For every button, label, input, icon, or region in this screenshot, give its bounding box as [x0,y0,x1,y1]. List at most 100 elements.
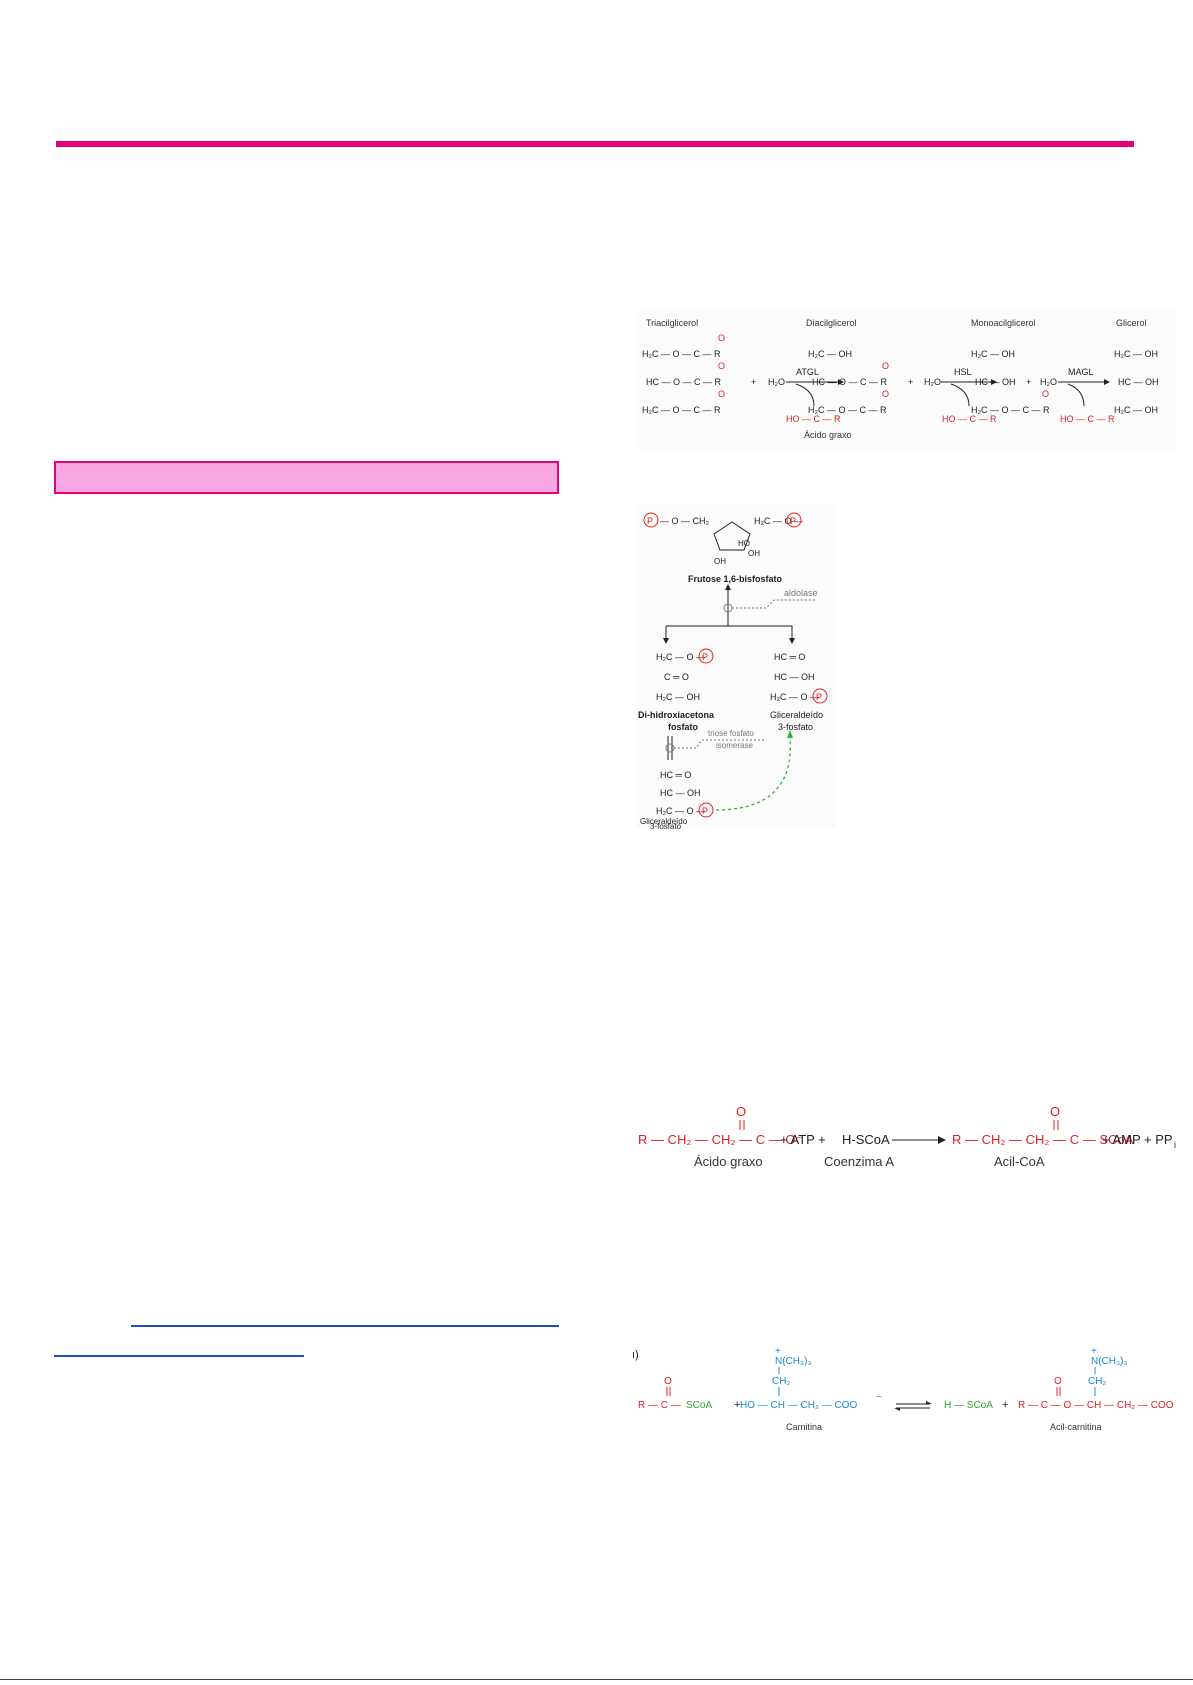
tag-ho-c-r: HO — C — R [1060,414,1115,424]
tag-carbonyl-o: O [1042,389,1049,399]
plus-charge: + [775,1346,781,1357]
green-arrowhead [787,730,793,738]
tag-h2c-oh: H₂C — OH [1114,349,1158,359]
tag-p-o-ch2: — O — CH₂ [660,516,710,526]
hyperlink-underline-1[interactable] [131,1325,559,1327]
tag-h2c-o: H₂C — O — C — R [642,405,721,415]
tag-carbonyl-o: O [718,333,725,343]
label-acido-graxo: Ácido graxo [804,430,852,440]
acyl-r-c: R — C — [638,1400,681,1411]
phosphate-p: P [702,806,708,816]
label-monoacilglicerol: Monoacilglicerol [971,318,1036,328]
tag-h2c-o: H₂C — O — [754,516,803,526]
phosphate-p: P [702,652,708,662]
arrowhead [991,379,997,385]
figure-activation: O R — CH₂ — CH₂ — C — O⁻ + ATP + H-SCoA … [636,1100,1180,1176]
curved-arrow [1067,383,1085,407]
figure-carnitine: ı) O R — C — SCoA + + N(CH₃)₃ CH₂ HO — C… [632,1340,1174,1436]
arrowhead [938,1136,946,1144]
product-formula: R — CH₂ — CH₂ — C — SCoA [952,1132,1134,1147]
n-group: N(CH₃)₃ [1091,1356,1127,1367]
phosphate-p: P [816,692,822,702]
label-g3p-2: 3-fosfato [778,722,813,732]
label-dhap-1: Di-hidroxiacetona [638,710,715,720]
label-isomerase-1: triose fosfato [708,729,754,738]
label-triacilglicerol: Triacilglicerol [646,318,698,328]
arrowhead [725,584,731,590]
figure-aldolase: P — O — CH₂ H₂C — O — P HO OH OH Frutose… [636,504,836,831]
phosphate-p: P [790,516,796,526]
tag-h2c-o: H₂C — O — C — R [642,349,721,359]
label-acil-coa: Acil-CoA [994,1154,1045,1169]
enzyme-hsl: HSL [954,367,972,377]
tag-h2c-oh: H₂C — OH [808,349,852,359]
tag-ho-c-r: HO — C — R [942,414,997,424]
plus-sign: + [1026,377,1031,387]
plus-sign: + [734,1399,740,1411]
label-g3p-b2: 3-fosfato [650,822,682,831]
label-g3p-1: Gliceraldeído [770,710,823,720]
label-isomerase-2: isomerase [716,741,753,750]
tag-hc-oh: HC — OH [660,788,701,798]
label-diacilglicerol: Diacilglicerol [806,318,857,328]
enzyme-magl: MAGL [1068,367,1094,377]
scoa: SCoA [686,1400,712,1411]
label-g3p-b1: Gliceraldeído [640,817,688,826]
tag-o: O [664,1376,672,1387]
tag-oh: OH [748,549,760,558]
enzyme-pointer [732,599,816,609]
figure-lipolysis: Triacilglicerol Diacilglicerol Monoacilg… [636,310,1176,450]
water: H₂O [924,377,941,387]
tag-hc-oh: HC — OH [1118,377,1159,387]
curved-arrow [950,383,970,407]
label-dhap-2: fosfato [668,722,698,732]
hscoa: H — SCoA [944,1400,993,1411]
tag-h2c-oh: H₂C — OH [1114,405,1158,415]
products-tail: + AMP + PP [1102,1132,1173,1147]
plus-charge: + [1091,1346,1097,1357]
plus-sign: + [751,377,756,387]
tag-carbonyl-o: O [882,361,889,371]
hyperlink-underline-2[interactable] [54,1355,304,1357]
n-group: N(CH₃)₃ [775,1356,811,1367]
furanose-ring [713,521,751,551]
aldolase-svg: P — O — CH₂ H₂C — O — P HO OH OH Frutose… [638,512,828,826]
tag-hc-o: HC — O — C — R [646,377,722,387]
label-aldolase: aldolase [784,588,818,598]
branch-lines [665,620,793,638]
acyl-o-chain: R — C — O — CH — CH₂ — COO [1018,1400,1174,1411]
tag-o: O [1054,1376,1062,1387]
label-carnitina: Carnitina [786,1422,822,1432]
tag-hc-o: HC ═ O [774,652,805,662]
curved-arrow [795,383,815,407]
plus-sign: + [908,377,913,387]
arrowhead [789,638,795,644]
label-acido-graxo: Ácido graxo [694,1154,763,1169]
tag-oh: OH [714,557,726,566]
pp-subscript: i [1174,1140,1176,1150]
tag-h2c-o: H₂C — O — C — R [971,405,1050,415]
section-highlight-box [54,461,559,494]
tag-h2c-o: H₂C — O — [770,692,819,702]
tag-hc-oh: HC — OH [975,377,1016,387]
enzyme-atgl: ATGL [796,367,819,377]
page-bottom-rule [0,1679,1193,1680]
arrowhead [1104,379,1110,385]
tag-c-o: C ═ O [664,672,689,682]
arrowhead [926,1401,932,1404]
tag-hc-o: HC — O — C — R [812,377,888,387]
isomerase-marker [665,743,675,753]
tag-h2c-o: H₂C — O — [656,652,705,662]
water: H₂O [768,377,785,387]
green-arrow [715,735,792,811]
tag-carbonyl-o: O [882,389,889,399]
phosphate-p: P [647,516,653,526]
phosphate-circle [812,688,828,704]
tag-o: O [1050,1104,1060,1119]
tag-h2c-oh: H₂C — OH [971,349,1015,359]
tag-ho: HO [738,539,750,548]
ch2: CH₂ [1088,1376,1106,1387]
phosphate-circle [698,802,714,818]
tag-o: O [736,1104,746,1119]
phosphate-circle [698,648,714,664]
